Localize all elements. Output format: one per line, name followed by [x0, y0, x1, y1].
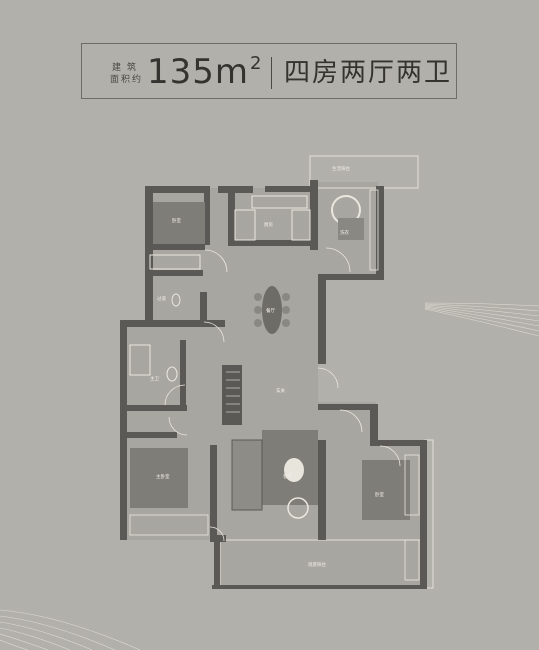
- room-label-balcony-top: 生活阳台: [332, 165, 350, 172]
- master-wardrobe: [129, 514, 209, 536]
- room-label-hallway: 过道: [157, 295, 166, 302]
- room-label-master-bath: 主卫: [150, 375, 159, 381]
- room-label-bedroom-top-left: 卧室: [172, 217, 181, 224]
- coffee-table: [284, 458, 304, 482]
- guest-bath-tub: [149, 254, 201, 270]
- master-bath-shower: [129, 344, 151, 376]
- dining-chairs: [254, 293, 290, 327]
- room-label-dining: 餐厅: [266, 307, 275, 314]
- bedroom-top-left-bed: [153, 202, 205, 244]
- area-unit-superscript: 2: [250, 53, 263, 74]
- walls: [120, 180, 427, 589]
- master-bedroom-bed: [130, 448, 188, 508]
- dining-table: [262, 286, 282, 334]
- guest-bath-toilet: [171, 293, 181, 307]
- door-swings: [164, 247, 401, 542]
- entrance-closet: [226, 371, 240, 413]
- decorative-rays-right: [424, 302, 539, 337]
- kitchen-counter-top: [251, 195, 308, 209]
- kitchen-counter-right: [291, 209, 311, 241]
- layout-type: 四房两厅两卫: [284, 58, 453, 88]
- wardrobe-right: [369, 189, 420, 581]
- area-value: 135m2: [147, 52, 262, 98]
- decorative-rays-bottom-left: [0, 609, 141, 650]
- area-label-line2: 面积约: [110, 74, 144, 84]
- area-number: 135: [147, 52, 215, 92]
- room-label-kitchen: 厨房: [264, 221, 273, 228]
- room-label-master-bedroom: 主卧室: [156, 473, 170, 480]
- area-unit: m: [214, 52, 250, 92]
- kitchen-counter-left: [234, 209, 256, 241]
- room-label-balcony-bottom: 观景阳台: [308, 561, 326, 568]
- room-label-entrance: 玄关: [276, 387, 285, 394]
- room-label-laundry: 洗衣: [340, 229, 349, 236]
- balcony-top-outline: [309, 155, 419, 189]
- master-bath-toilet: [166, 366, 178, 382]
- sofa: [231, 439, 263, 511]
- header-separator: [271, 57, 272, 89]
- header-frame: [81, 43, 457, 99]
- armchair: [287, 497, 309, 519]
- room-label-bedroom-right: 卧室: [375, 491, 384, 498]
- room-label-living-room: 客厅: [283, 473, 292, 480]
- area-label-line1: 建筑: [112, 62, 143, 72]
- bedroom-right-bed: [362, 460, 410, 520]
- floor-area: [126, 182, 425, 588]
- laundry-cabinet: [338, 218, 364, 240]
